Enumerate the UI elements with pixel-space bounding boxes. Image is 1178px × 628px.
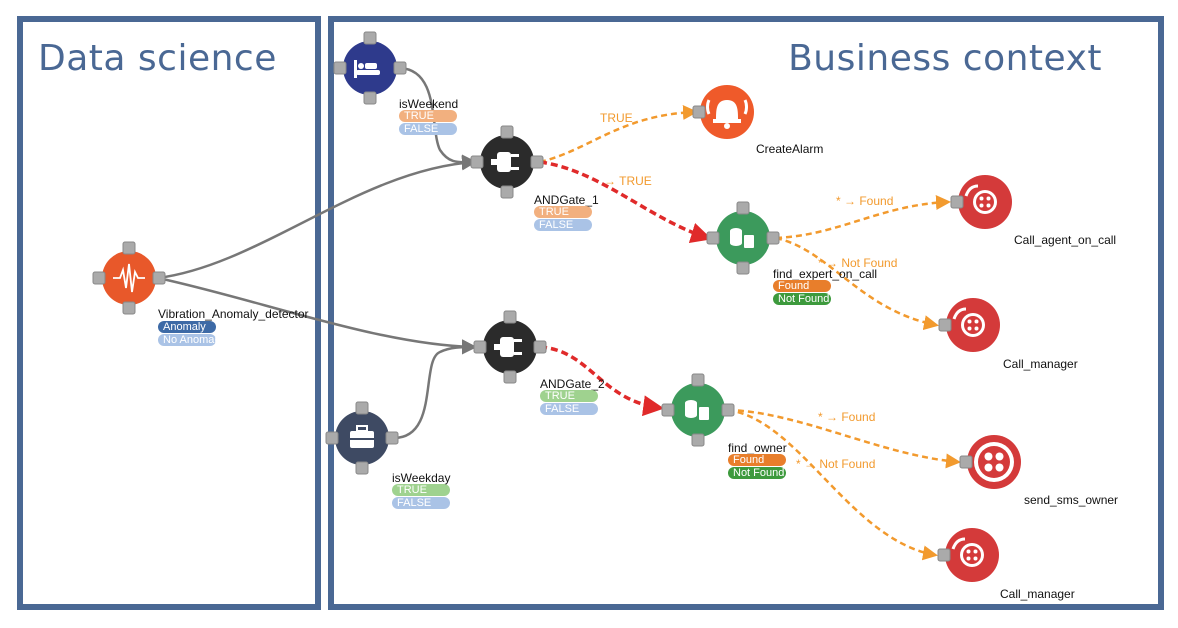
edge-vibration-to-gate2[interactable] (157, 276, 477, 355)
output-false[interactable]: FALSE (392, 497, 450, 509)
output-found[interactable]: Found (728, 454, 786, 466)
node-and-gate-1[interactable] (470, 125, 544, 199)
twilio-phone-icon (952, 307, 985, 337)
output-not-found[interactable]: Not Found (728, 467, 786, 479)
output-false[interactable]: FALSE (540, 403, 598, 415)
node-label-find-expert-on-call: find_expert_on_call (773, 267, 878, 281)
data-science-title: Data science (38, 38, 277, 79)
node-label-create-alarm: CreateAlarm (756, 142, 824, 156)
edge-gate1-to-expert[interactable] (539, 160, 713, 244)
briefcase-icon (350, 425, 374, 448)
twilio-phone-icon (964, 184, 997, 214)
node-call-agent-on-call[interactable] (950, 175, 1012, 229)
business-context-panel (328, 16, 1164, 610)
node-vibration-anomaly-detector[interactable] (92, 241, 166, 315)
node-label-call-manager-2: Call_manager (1000, 587, 1075, 601)
edge-label-expert-found: * → Found (836, 194, 894, 208)
waveform-icon (113, 263, 145, 293)
output-no-anomaly[interactable]: No Anomaly (158, 334, 216, 346)
bell-icon (706, 99, 748, 129)
output-false[interactable]: FALSE (534, 219, 592, 231)
node-is-weekend[interactable] (333, 31, 407, 105)
edge-label-owner-not-found: * → Not Found (796, 457, 876, 471)
database-file-icon (730, 228, 754, 248)
node-label-call-agent-on-call: Call_agent_on_call (1014, 233, 1117, 247)
node-send-sms-owner[interactable] (959, 435, 1021, 489)
twilio-sms-icon (974, 442, 1014, 482)
edge-label-gate1-to-expert: → TRUE (604, 174, 652, 188)
edge-label-gate1-true: TRUE (600, 111, 633, 125)
output-false[interactable]: FALSE (399, 123, 457, 135)
node-label-is-weekday: isWeekday (392, 471, 451, 485)
output-found[interactable]: Found (773, 280, 831, 292)
plug-icon (491, 152, 519, 172)
edge-label-owner-found: * → Found (818, 410, 876, 424)
edge-vibration-to-gate1[interactable] (157, 155, 477, 280)
business-context-title: Business context (788, 38, 1102, 79)
database-file-icon (685, 400, 709, 420)
edge-weekend-to-gate1[interactable] (399, 66, 477, 170)
edge-gate1-to-alarm[interactable] (539, 104, 698, 164)
output-anomaly[interactable]: Anomaly (158, 321, 216, 333)
edge-expert-to-callmanager[interactable] (775, 236, 939, 331)
plug-icon (494, 337, 522, 357)
output-true[interactable]: TRUE (534, 206, 592, 218)
edge-label-expert-not-found: * → Not Found (818, 256, 898, 270)
node-is-weekday[interactable] (325, 401, 399, 475)
node-label-and-gate-1: ANDGate_1 (534, 193, 599, 207)
edge-weekday-to-gate2[interactable] (391, 339, 477, 440)
node-label-send-sms-owner: send_sms_owner (1024, 493, 1119, 507)
node-create-alarm[interactable] (692, 85, 754, 139)
node-call-manager-1[interactable] (938, 298, 1000, 352)
node-label-find-owner: find_owner (728, 441, 787, 455)
output-not-found[interactable]: Not Found (773, 293, 831, 305)
node-label-vibration-anomaly-detector: Vibration_Anomaly_detector (158, 307, 309, 321)
node-call-manager-2[interactable] (937, 528, 999, 582)
node-find-expert-on-call[interactable] (706, 201, 780, 275)
data-science-panel (17, 16, 321, 610)
node-label-call-manager-1: Call_manager (1003, 357, 1078, 371)
node-find-owner[interactable] (661, 373, 735, 447)
output-true[interactable]: TRUE (399, 110, 457, 122)
twilio-phone-icon (951, 537, 984, 567)
edge-owner-to-sms[interactable] (727, 408, 961, 469)
node-label-and-gate-2: ANDGate_2 (540, 377, 605, 391)
sleep-icon (354, 60, 380, 78)
edge-gate2-to-owner[interactable] (539, 345, 665, 417)
node-label-is-weekend: isWeekend (399, 97, 459, 111)
edge-expert-to-callagent[interactable] (775, 195, 951, 240)
output-true[interactable]: TRUE (540, 390, 598, 402)
node-and-gate-2[interactable] (473, 310, 547, 384)
edge-owner-to-callmanager2[interactable] (727, 408, 938, 561)
output-true[interactable]: TRUE (392, 484, 450, 496)
